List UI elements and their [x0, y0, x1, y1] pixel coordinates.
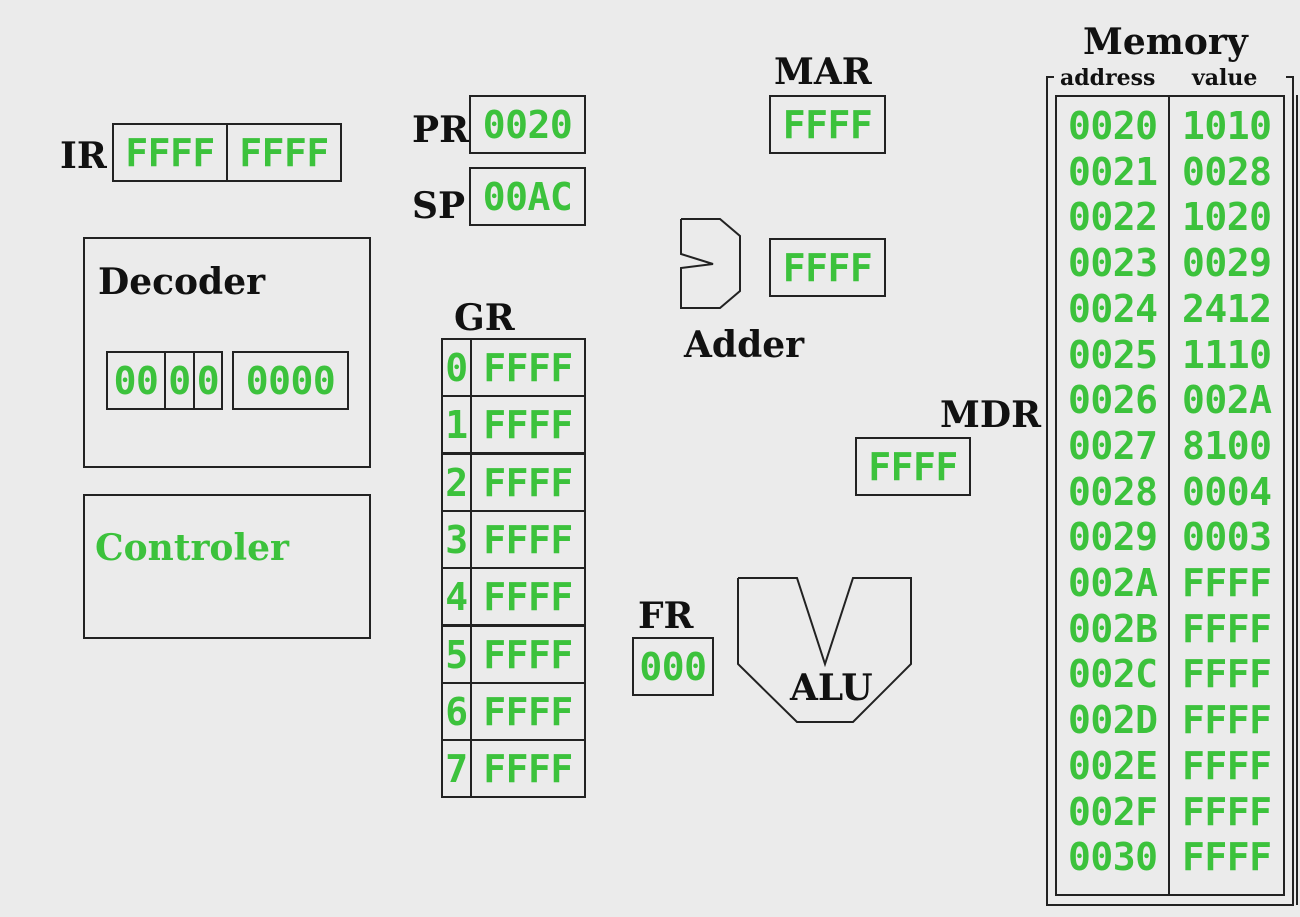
memory-value: FFFF [1182, 698, 1272, 742]
memory-value: FFFF [1182, 652, 1272, 696]
memory-label: Memory [1083, 21, 1248, 63]
memory-outer-bracket [1046, 76, 1294, 906]
gr-index: 1 [441, 395, 472, 454]
ir-register-high: FFFF [112, 123, 228, 182]
alu-shape [737, 577, 912, 723]
memory-bracket-left-tick [1046, 76, 1054, 78]
sp-label: SP [412, 185, 466, 227]
memory-address: 0021 [1068, 150, 1158, 194]
gr-index: 7 [441, 739, 472, 798]
ir-register-low: FFFF [226, 123, 342, 182]
gr-label: GR [454, 297, 515, 339]
memory-address: 0022 [1068, 195, 1158, 239]
memory-value: FFFF [1182, 790, 1272, 834]
memory-address: 0027 [1068, 424, 1158, 468]
ir-label: IR [60, 135, 107, 177]
gr-value: FFFF [470, 453, 586, 512]
memory-value: 0029 [1182, 241, 1272, 285]
gr-index: 4 [441, 567, 472, 626]
memory-value: 0003 [1182, 515, 1272, 559]
adder-shape [680, 218, 741, 309]
memory-address: 002E [1068, 744, 1158, 788]
memory-bracket-right-tick [1286, 76, 1294, 78]
memory-value: 1110 [1182, 333, 1272, 377]
fr-register: 000 [632, 637, 714, 696]
gr-index: 0 [441, 338, 472, 397]
decoder-field-2: 0 [164, 351, 195, 410]
memory-column-divider [1168, 95, 1170, 896]
adder-output-register: FFFF [769, 238, 886, 297]
memory-value: 2412 [1182, 287, 1272, 331]
controller-box [83, 494, 371, 639]
pr-label: PR [412, 109, 469, 151]
fr-label: FR [638, 595, 694, 637]
memory-value: FFFF [1182, 835, 1272, 879]
mdr-register: FFFF [855, 437, 971, 496]
decoder-field-1: 00 [106, 351, 166, 410]
decoder-operand: 0000 [232, 351, 349, 410]
memory-value-header: value [1192, 65, 1258, 91]
memory-address: 002A [1068, 561, 1158, 605]
gr-value: FFFF [470, 510, 586, 569]
memory-address: 0025 [1068, 333, 1158, 377]
sp-register: 00AC [469, 167, 586, 226]
memory-address: 0024 [1068, 287, 1158, 331]
memory-value: 002A [1182, 378, 1272, 422]
memory-value: 8100 [1182, 424, 1272, 468]
memory-address: 0026 [1068, 378, 1158, 422]
memory-address: 0030 [1068, 835, 1158, 879]
gr-index: 5 [441, 625, 472, 684]
memory-value: 0028 [1182, 150, 1272, 194]
controller-label: Controler [95, 527, 289, 569]
decoder-label: Decoder [98, 261, 266, 303]
memory-scrollbar-edge [1296, 95, 1298, 905]
alu-label: ALU [790, 667, 873, 709]
pr-register: 0020 [469, 95, 586, 154]
mar-label: MAR [774, 51, 872, 93]
decoder-field-3: 0 [193, 351, 223, 410]
memory-address: 0028 [1068, 470, 1158, 514]
memory-value: 1010 [1182, 104, 1272, 148]
gr-value: FFFF [470, 739, 586, 798]
memory-address: 002F [1068, 790, 1158, 834]
gr-index: 2 [441, 453, 472, 512]
gr-index: 3 [441, 510, 472, 569]
mar-register: FFFF [769, 95, 886, 154]
adder-label: Adder [684, 324, 805, 366]
memory-value: FFFF [1182, 607, 1272, 651]
gr-value: FFFF [470, 682, 586, 741]
memory-value: 0004 [1182, 470, 1272, 514]
gr-value: FFFF [470, 625, 586, 684]
memory-address: 002C [1068, 652, 1158, 696]
memory-address: 0029 [1068, 515, 1158, 559]
memory-value: FFFF [1182, 744, 1272, 788]
gr-value: FFFF [470, 567, 586, 626]
gr-value: FFFF [470, 338, 586, 397]
gr-index: 6 [441, 682, 472, 741]
mdr-label: MDR [940, 394, 1041, 436]
decoder-box [83, 237, 371, 468]
memory-table [1055, 95, 1285, 896]
memory-value: 1020 [1182, 195, 1272, 239]
memory-address: 0023 [1068, 241, 1158, 285]
gr-value: FFFF [470, 395, 586, 454]
memory-address: 0020 [1068, 104, 1158, 148]
memory-value: FFFF [1182, 561, 1272, 605]
memory-address: 002B [1068, 607, 1158, 651]
memory-address-header: address [1060, 65, 1156, 91]
memory-address: 002D [1068, 698, 1158, 742]
